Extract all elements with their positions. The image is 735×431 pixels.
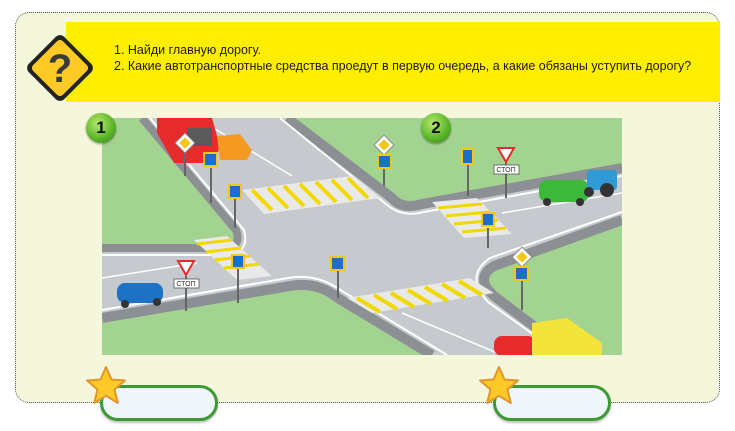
main-road-sign-3 [511,246,533,310]
intersection-picture: СТОП СТОП [102,118,622,355]
marker-2: 2 [421,113,451,143]
answer-field-1[interactable] [100,385,218,421]
crosswalk-sign-4 [481,212,495,248]
intersection-illustration [102,118,622,355]
question-2: 2. Какие автотранспортные средства проед… [114,59,692,73]
crosswalk-sign-5 [330,256,345,298]
crosswalk-sign-1 [203,152,218,203]
question-banner [66,22,720,102]
question-text: 1. Найди главную дорогу. 2. Какие автотр… [114,42,704,74]
crosswalk-sign-3 [461,148,474,196]
star-icon [479,366,519,404]
crosswalk-sign-6 [231,254,245,303]
main-road-sign-1 [174,132,196,176]
blue-tractor [584,170,617,197]
stop-plate-right: СТОП [496,167,515,174]
star-icon [86,366,126,404]
yellow-truck [532,318,602,355]
stop-plate-left: СТОП [176,281,195,288]
question-1: 1. Найди главную дорогу. [114,43,261,57]
crosswalk-sign-2 [228,184,242,228]
blue-car [117,283,163,308]
road-signs: СТОП СТОП [173,132,533,311]
yield-stop-sign-left: СТОП [173,260,200,311]
svg-text:?: ? [48,47,72,91]
question-warning-icon: ? [27,35,93,101]
crosswalk-bottom [347,278,494,314]
orange-car [217,134,252,160]
main-road-sign-2 [373,134,395,186]
marker-1: 1 [86,113,116,143]
answer-field-2[interactable] [493,385,611,421]
green-car [539,180,589,206]
red-car [494,336,536,355]
crosswalk-top [242,176,380,214]
yield-stop-sign-right: СТОП [493,147,520,198]
